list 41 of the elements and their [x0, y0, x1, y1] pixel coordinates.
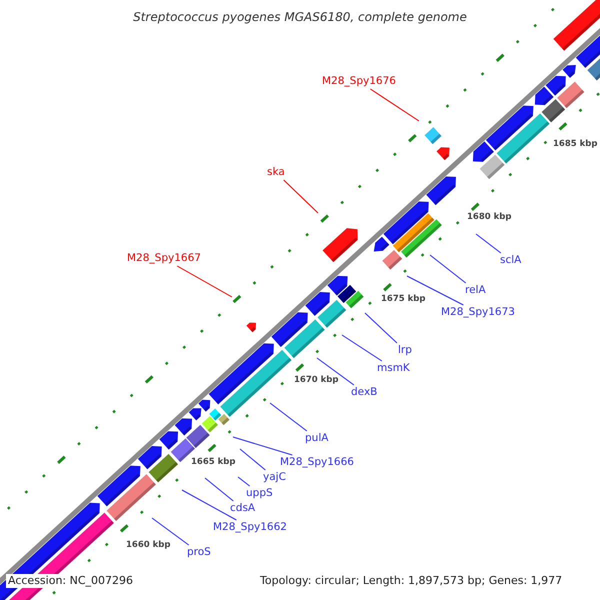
gene-label: M28_Spy1667: [127, 252, 201, 265]
leader-line: [283, 180, 318, 214]
leader-line: [240, 448, 266, 470]
gene-label: dexB: [351, 386, 378, 399]
leader-line: [316, 358, 354, 386]
leader-line: [476, 234, 502, 254]
leader-line: [430, 254, 466, 284]
footer-text: Topology: circular; Length: 1,897,573 bp; Genes: 1,977: [258, 574, 564, 588]
leader-line: [270, 402, 308, 432]
leader-line: [406, 276, 464, 306]
gene-label: relA: [465, 284, 486, 297]
map-title: Streptococcus pyogenes MGAS6180, complete genome: [132, 10, 468, 24]
leader-line: [152, 518, 190, 546]
gene-label: ska: [267, 166, 285, 179]
gene-label: pulA: [305, 432, 328, 445]
gene-label: uppS: [246, 487, 273, 500]
scale-label: 1675 kbp: [380, 294, 426, 304]
gene-label: msmK: [377, 362, 410, 375]
leader-line: [176, 266, 232, 298]
footer-text: Accession: NC_007296: [6, 574, 136, 588]
leader-line: [204, 478, 234, 502]
gene-label: M28_Spy1662: [213, 521, 287, 534]
leader-line: [342, 334, 382, 362]
leader-line: [232, 436, 293, 456]
gene-label: M28_Spy1673: [441, 306, 515, 319]
leader-line: [370, 88, 420, 122]
gene-label: cdsA: [230, 502, 256, 515]
gene-label: proS: [187, 546, 211, 559]
scale-label: 1680 kbp: [466, 212, 512, 222]
gene-label: lrp: [398, 344, 412, 357]
scale-label: 1665 kbp: [190, 457, 236, 467]
leader-line: [238, 476, 250, 486]
scale-label: 1670 kbp: [293, 375, 340, 385]
gene-label: sclA: [500, 254, 522, 267]
gene-label: M28_Spy1666: [280, 456, 354, 469]
gene-label: yajC: [263, 471, 286, 484]
leader-line: [364, 312, 398, 344]
leader-line: [182, 490, 237, 520]
gene-label: M28_Spy1676: [322, 75, 396, 88]
scale-label: 1660 kbp: [125, 540, 172, 550]
scale-label: 1685 kbp: [552, 139, 598, 149]
